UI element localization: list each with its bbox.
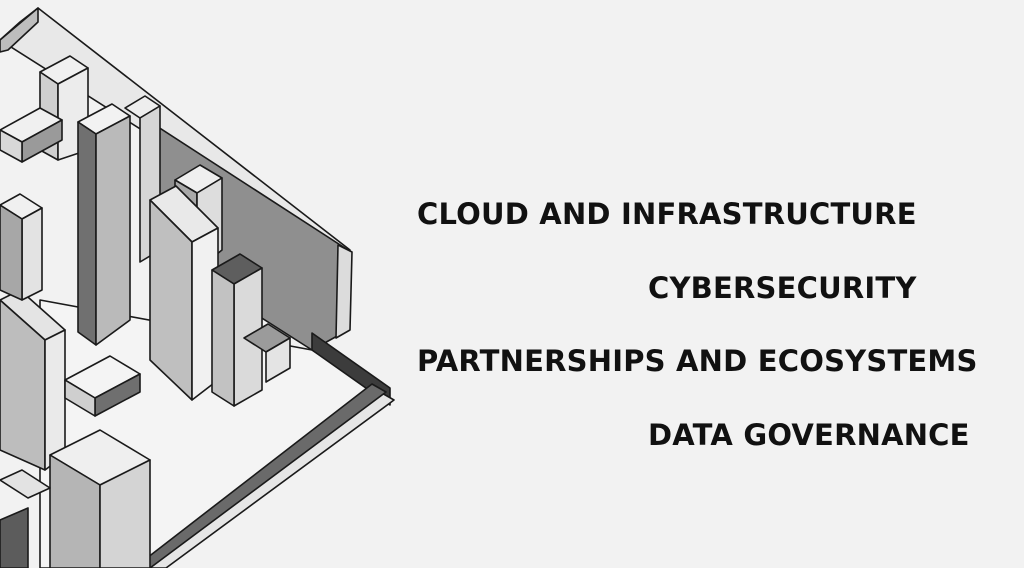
back-wall-face bbox=[0, 7, 39, 53]
block-k-left bbox=[0, 204, 23, 301]
block-e-left bbox=[211, 269, 235, 407]
tower-main-right bbox=[95, 115, 131, 346]
block-f-right bbox=[265, 337, 291, 383]
right-wall-top bbox=[335, 244, 353, 339]
topic-cybersecurity: CYBERSECURITY bbox=[648, 271, 917, 305]
isometric-city-illustration bbox=[0, 7, 395, 568]
block-i-left bbox=[49, 454, 101, 568]
topic-data-governance: DATA GOVERNANCE bbox=[648, 418, 970, 452]
block-k-face bbox=[21, 207, 43, 301]
tower-main-left bbox=[77, 121, 97, 346]
topic-partnerships-and-ecosystems: PARTNERSHIPS AND ECOSYSTEMS bbox=[417, 344, 978, 378]
front-rim-dark bbox=[133, 383, 387, 568]
topic-cloud-and-infrastructure: CLOUD AND INFRASTRUCTURE bbox=[417, 197, 917, 231]
block-h-left bbox=[64, 379, 96, 417]
block-b-left bbox=[0, 129, 23, 163]
block-j-top bbox=[0, 469, 51, 499]
block-i-right bbox=[99, 459, 151, 568]
block-j-face bbox=[0, 507, 29, 568]
